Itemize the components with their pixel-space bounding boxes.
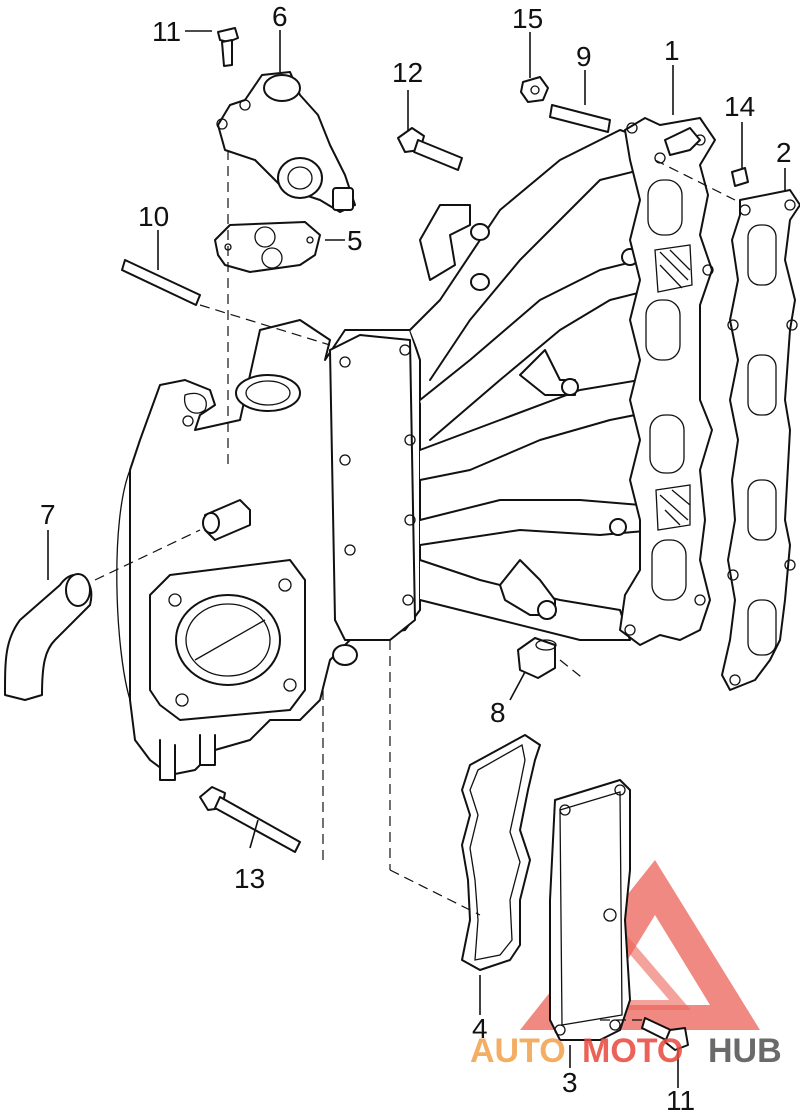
- callout-7: 7: [40, 499, 56, 530]
- dowel-14: [731, 167, 749, 187]
- callout-1: 1: [664, 35, 680, 66]
- callout-13: 13: [234, 863, 265, 894]
- bolt-11-bottom: [641, 1017, 689, 1051]
- manifold-flange: [619, 117, 716, 646]
- bolt-9: [549, 104, 611, 133]
- callout-5: 5: [347, 225, 363, 256]
- intake-runners: [409, 129, 661, 641]
- throttle-body-plenum: [116, 319, 421, 781]
- callout-14: 14: [724, 91, 755, 122]
- bolt-13: [199, 786, 301, 853]
- callout-11-bottom: 11: [666, 1085, 695, 1114]
- iac-gasket: [214, 221, 321, 273]
- stud-10: [121, 259, 201, 306]
- watermark-moto: MOTO: [582, 1032, 683, 1070]
- callout-6: 6: [272, 1, 288, 32]
- watermark-hub: HUB: [708, 1032, 782, 1070]
- callout-8: 8: [490, 697, 506, 728]
- callout-10: 10: [138, 201, 169, 232]
- callout-4: 4: [472, 1013, 488, 1044]
- callout-9: 9: [576, 41, 592, 72]
- callout-15: 15: [512, 3, 543, 34]
- bolt-11-top: [217, 27, 239, 67]
- assembly-lines: [94, 150, 736, 1021]
- cover-gasket: [461, 734, 541, 971]
- callout-2: 2: [776, 137, 792, 168]
- manifold-gasket: [721, 189, 800, 691]
- callout-3: 3: [562, 1067, 578, 1098]
- spacer-collar: [517, 637, 557, 679]
- idle-air-control-valve: [216, 71, 356, 213]
- callout-12: 12: [392, 57, 423, 88]
- callout-leaders: [47, 30, 786, 1088]
- watermark-text: AUTO MOTO HUB: [470, 1032, 782, 1070]
- watermark-auto: AUTO: [470, 1032, 566, 1070]
- bolt-12: [397, 127, 463, 171]
- nut-15: [520, 76, 549, 103]
- cover-plate: [549, 779, 631, 1041]
- callout-11-top: 11: [152, 16, 181, 47]
- callout-labels: 11 6 15 12 9 1 14 2 10 5 7 8 13 4 3 11: [40, 1, 792, 1114]
- vacuum-hose: [4, 573, 93, 701]
